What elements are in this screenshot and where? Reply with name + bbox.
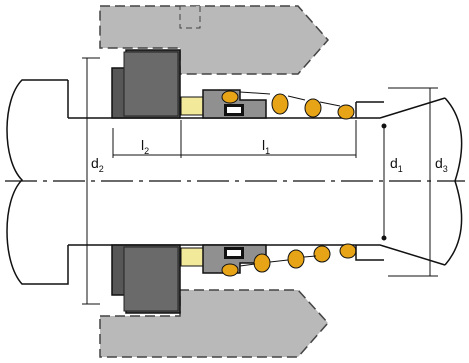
upper-retainer bbox=[202, 89, 267, 119]
lower-collar bbox=[355, 245, 384, 261]
upper-collar bbox=[355, 101, 384, 118]
lower-stationary-seat bbox=[111, 244, 181, 314]
upper-housing bbox=[99, 5, 330, 75]
upper-housing-step bbox=[179, 5, 201, 29]
dim-d1 bbox=[381, 123, 387, 241]
upper-spring bbox=[221, 90, 355, 120]
upper-stationary-seat bbox=[111, 49, 181, 119]
label-d2: d2 bbox=[91, 155, 104, 174]
label-l2: l2 bbox=[141, 137, 149, 156]
upper-seal-insert bbox=[180, 96, 204, 116]
dim-l2 bbox=[112, 120, 182, 158]
dim-l1 bbox=[181, 120, 357, 158]
label-d3: d3 bbox=[435, 155, 448, 174]
lower-seal-insert bbox=[180, 247, 204, 267]
label-d1: d1 bbox=[390, 155, 403, 174]
dim-d2 bbox=[82, 57, 100, 305]
shaft-end-left bbox=[6, 79, 69, 285]
lower-retainer bbox=[202, 244, 267, 274]
label-l1: l1 bbox=[262, 137, 270, 156]
lower-spring bbox=[221, 243, 357, 277]
dim-d3 bbox=[388, 87, 438, 277]
